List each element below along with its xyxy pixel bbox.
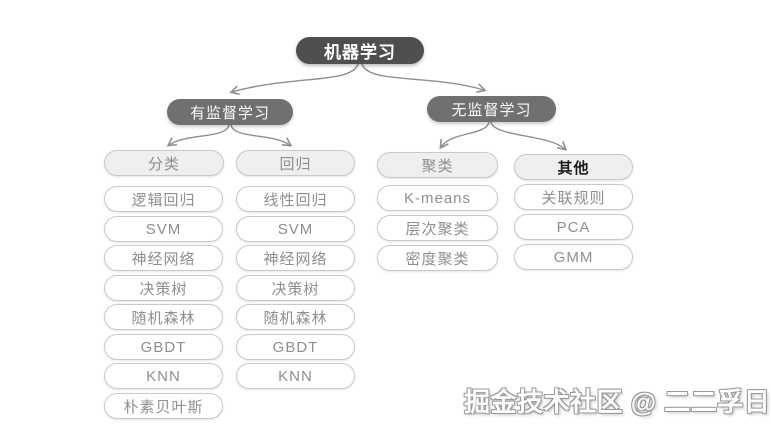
- leaf-knn-regression: KNN: [236, 363, 355, 389]
- leaf-knn-classification: KNN: [104, 363, 223, 389]
- leaf-svm-regression: SVM: [236, 216, 355, 242]
- connector-unsupervised-clustering: [441, 121, 490, 147]
- node-unsupervised-learning: 无监督学习: [427, 96, 556, 122]
- connector-supervised-classification: [169, 124, 230, 145]
- connector-unsupervised-others: [490, 121, 565, 149]
- leaf-association-rules: 关联规则: [514, 184, 633, 210]
- leaf-naive-bayes: 朴素贝叶斯: [104, 393, 223, 419]
- leaf-logistic-regression: 逻辑回归: [104, 186, 223, 212]
- node-header-clustering: 聚类: [377, 152, 498, 178]
- node-header-classification: 分类: [104, 150, 224, 176]
- connector-root-unsupervised: [361, 63, 484, 90]
- connector-root-supervised: [232, 63, 359, 92]
- leaf-neural-network-regression: 神经网络: [236, 245, 355, 271]
- connector-supervised-regression: [230, 124, 290, 145]
- leaf-kmeans: K-means: [377, 185, 498, 211]
- leaf-decision-tree-classification: 决策树: [104, 275, 223, 301]
- leaf-gbdt-regression: GBDT: [236, 334, 355, 360]
- leaf-density-clustering: 密度聚类: [377, 245, 498, 271]
- leaf-decision-tree-regression: 决策树: [236, 275, 355, 301]
- leaf-pca: PCA: [514, 214, 633, 240]
- leaf-svm-classification: SVM: [104, 216, 223, 242]
- leaf-gmm: GMM: [514, 244, 633, 270]
- node-header-regression: 回归: [236, 150, 355, 176]
- node-header-others: 其他: [514, 154, 633, 180]
- leaf-neural-network-classification: 神经网络: [104, 245, 223, 271]
- leaf-random-forest-regression: 随机森林: [236, 304, 355, 330]
- watermark-text: 掘金技术社区 @ 二二孚日: [464, 387, 771, 417]
- leaf-gbdt-classification: GBDT: [104, 334, 223, 360]
- leaf-hierarchical-clustering: 层次聚类: [377, 215, 498, 241]
- node-supervised-learning: 有监督学习: [167, 99, 293, 125]
- leaf-linear-regression: 线性回归: [236, 186, 355, 212]
- leaf-random-forest-classification: 随机森林: [104, 304, 223, 330]
- node-machine-learning: 机器学习: [296, 37, 424, 64]
